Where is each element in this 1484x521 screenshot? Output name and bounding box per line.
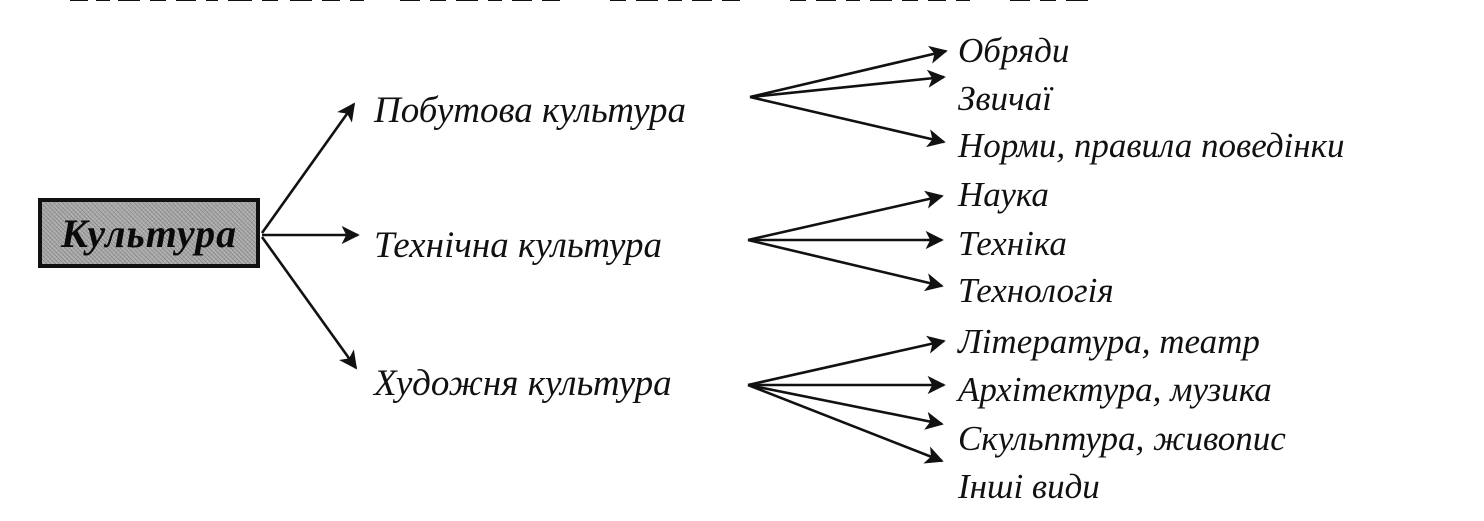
- leaf-technichna-3: Технологія: [958, 271, 1114, 310]
- leaf-pobutova-2: Звичаї: [958, 79, 1052, 118]
- root-node-box: Культура: [38, 198, 260, 268]
- branch-technichna-label: Технічна культура: [374, 225, 662, 266]
- arrow-khudozhnya-to-leaf-1: [747, 335, 946, 387]
- cropped-top-text: [0, 0, 1484, 30]
- leaf-technichna-2: Техніка: [958, 224, 1067, 263]
- leaf-pobutova-1: Обряди: [958, 31, 1070, 70]
- leaf-khudozhnya-2: Архітектура, музика: [958, 370, 1272, 409]
- arrow-root-to-pobutova: [260, 102, 356, 234]
- leaf-khudozhnya-1: Література, театр: [958, 322, 1260, 361]
- cropped-text-fragment: [70, 0, 1088, 1]
- branch-khudozhnya-label: Художня культура: [374, 363, 672, 404]
- arrow-khudozhnya-to-leaf-3: [747, 383, 944, 430]
- arrow-root-to-khudozhnya: [260, 236, 358, 370]
- arrow-technichna-to-leaf-1: [747, 190, 944, 242]
- arrow-pobutova-to-leaf-2: [749, 69, 946, 99]
- leaf-technichna-1: Наука: [958, 175, 1049, 214]
- leaf-khudozhnya-4: Інші види: [958, 467, 1100, 506]
- leaf-pobutova-3: Норми, правила поведінки: [958, 126, 1345, 165]
- branch-pobutova-label: Побутова культура: [374, 90, 687, 131]
- arrow-pobutova-to-leaf-1: [749, 45, 948, 99]
- arrow-pobutova-to-leaf-3: [749, 95, 946, 148]
- arrow-khudozhnya-to-leaf-4: [747, 383, 944, 464]
- arrow-technichna-to-leaf-3: [747, 238, 944, 292]
- leaf-khudozhnya-3: Скульптура, живопис: [958, 419, 1286, 458]
- root-node-label: Культура: [60, 210, 238, 256]
